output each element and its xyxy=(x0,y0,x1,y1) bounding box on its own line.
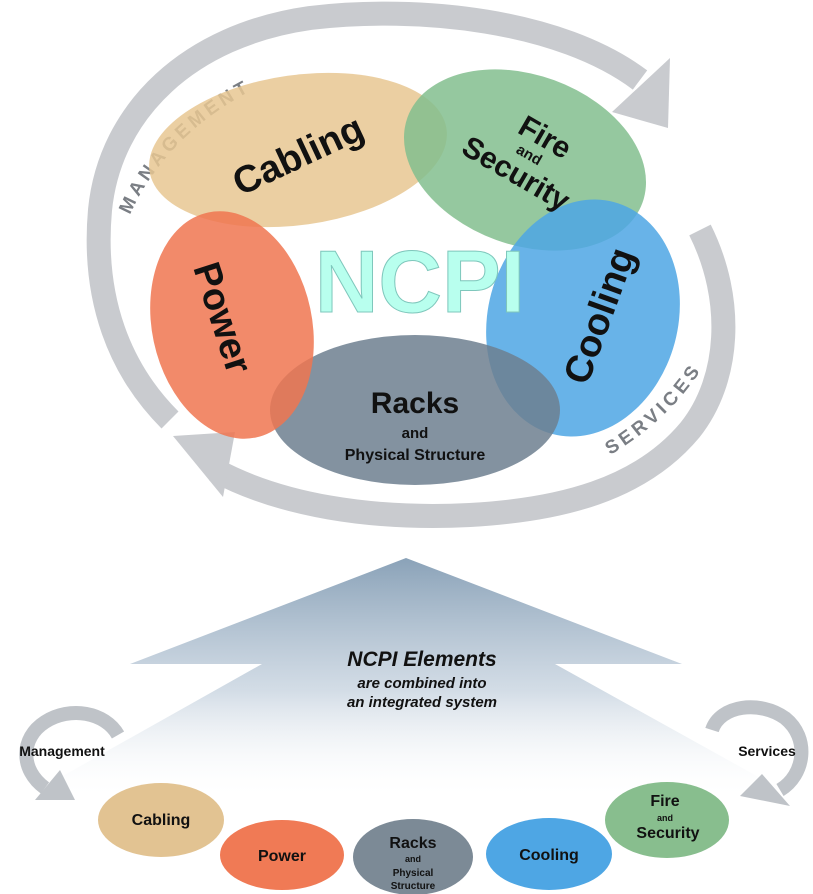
petals xyxy=(149,69,680,485)
bottom-fire-label: Fire xyxy=(650,793,679,810)
management-cycle-icon xyxy=(19,706,125,800)
ncpi-center-label: NCPI xyxy=(315,232,525,331)
bottom-power-label: Power xyxy=(258,848,306,865)
combine-arrow xyxy=(20,558,800,800)
services-ring-arrow xyxy=(209,224,736,528)
outer-ring xyxy=(86,1,736,528)
bottom-racks-oval xyxy=(353,819,473,894)
bottom-cooling-label: Cooling xyxy=(519,847,579,864)
bottom-power-oval xyxy=(220,820,344,890)
bottom-racks-label: Racks xyxy=(389,835,436,852)
bottom-structure-label: Structure xyxy=(391,881,436,892)
bottom-cabling-oval xyxy=(98,783,224,857)
arrow-title: NCPI Elements xyxy=(347,648,496,671)
power-petal xyxy=(150,211,314,439)
racks-physical-structure-petal xyxy=(270,335,560,485)
ring-arrowhead-bottom xyxy=(173,432,235,497)
bottom-fire-and-label: and xyxy=(657,813,673,823)
bottom-cabling-label: Cabling xyxy=(132,812,191,829)
racks-label: Racks xyxy=(371,387,459,420)
arrow-subtitle-line1: are combined into xyxy=(357,675,486,692)
bottom-physical-label: Physical xyxy=(393,868,434,879)
arrow-subtitle-line2: an integrated system xyxy=(347,694,497,711)
racks-and-label: and xyxy=(402,425,429,442)
bottom-fire-security-oval xyxy=(605,782,729,858)
physical-structure-label: Physical Structure xyxy=(345,447,486,464)
ring-arrowhead-top xyxy=(612,58,670,128)
cabling-petal xyxy=(149,72,447,228)
management-ring-arrow xyxy=(86,1,648,429)
bottom-security-label: Security xyxy=(636,825,699,842)
bottom-cooling-oval xyxy=(486,818,612,890)
management-label: Management xyxy=(19,743,105,759)
bottom-racks-and-label: and xyxy=(405,854,421,864)
services-label: Services xyxy=(738,743,796,759)
services-cycle-icon xyxy=(705,700,809,806)
